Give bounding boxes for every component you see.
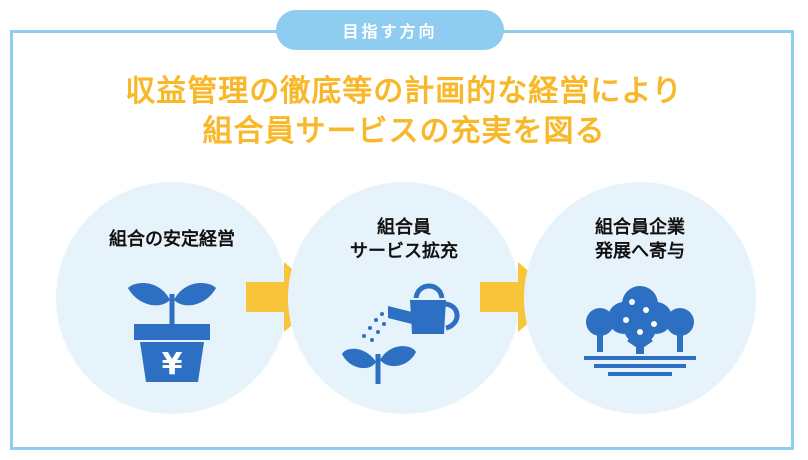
headline-line-2: 組合員サービスの充実を図る xyxy=(202,114,606,149)
goal-badge: 目指す方向 xyxy=(276,10,504,50)
yen-symbol: ¥ xyxy=(162,347,183,382)
step-1-label: 組合の安定経営 xyxy=(109,229,235,250)
headline-line-1: 収益管理の徹底等の計画的な経営により xyxy=(125,74,683,109)
trees-icon xyxy=(584,286,696,376)
arrow-right-icon xyxy=(246,262,324,332)
watering-can-sprout-icon xyxy=(342,283,460,385)
step-3-label: 組合員企業 発展へ寄与 xyxy=(595,217,685,262)
plant-pot-yen-icon: ¥ xyxy=(128,283,216,382)
headline: 収益管理の徹底等の計画的な経営により 組合員サービスの充実を図る xyxy=(0,72,808,152)
arrow-right-icon xyxy=(480,262,558,332)
step-2-label: 組合員 サービス拡充 xyxy=(350,217,458,262)
